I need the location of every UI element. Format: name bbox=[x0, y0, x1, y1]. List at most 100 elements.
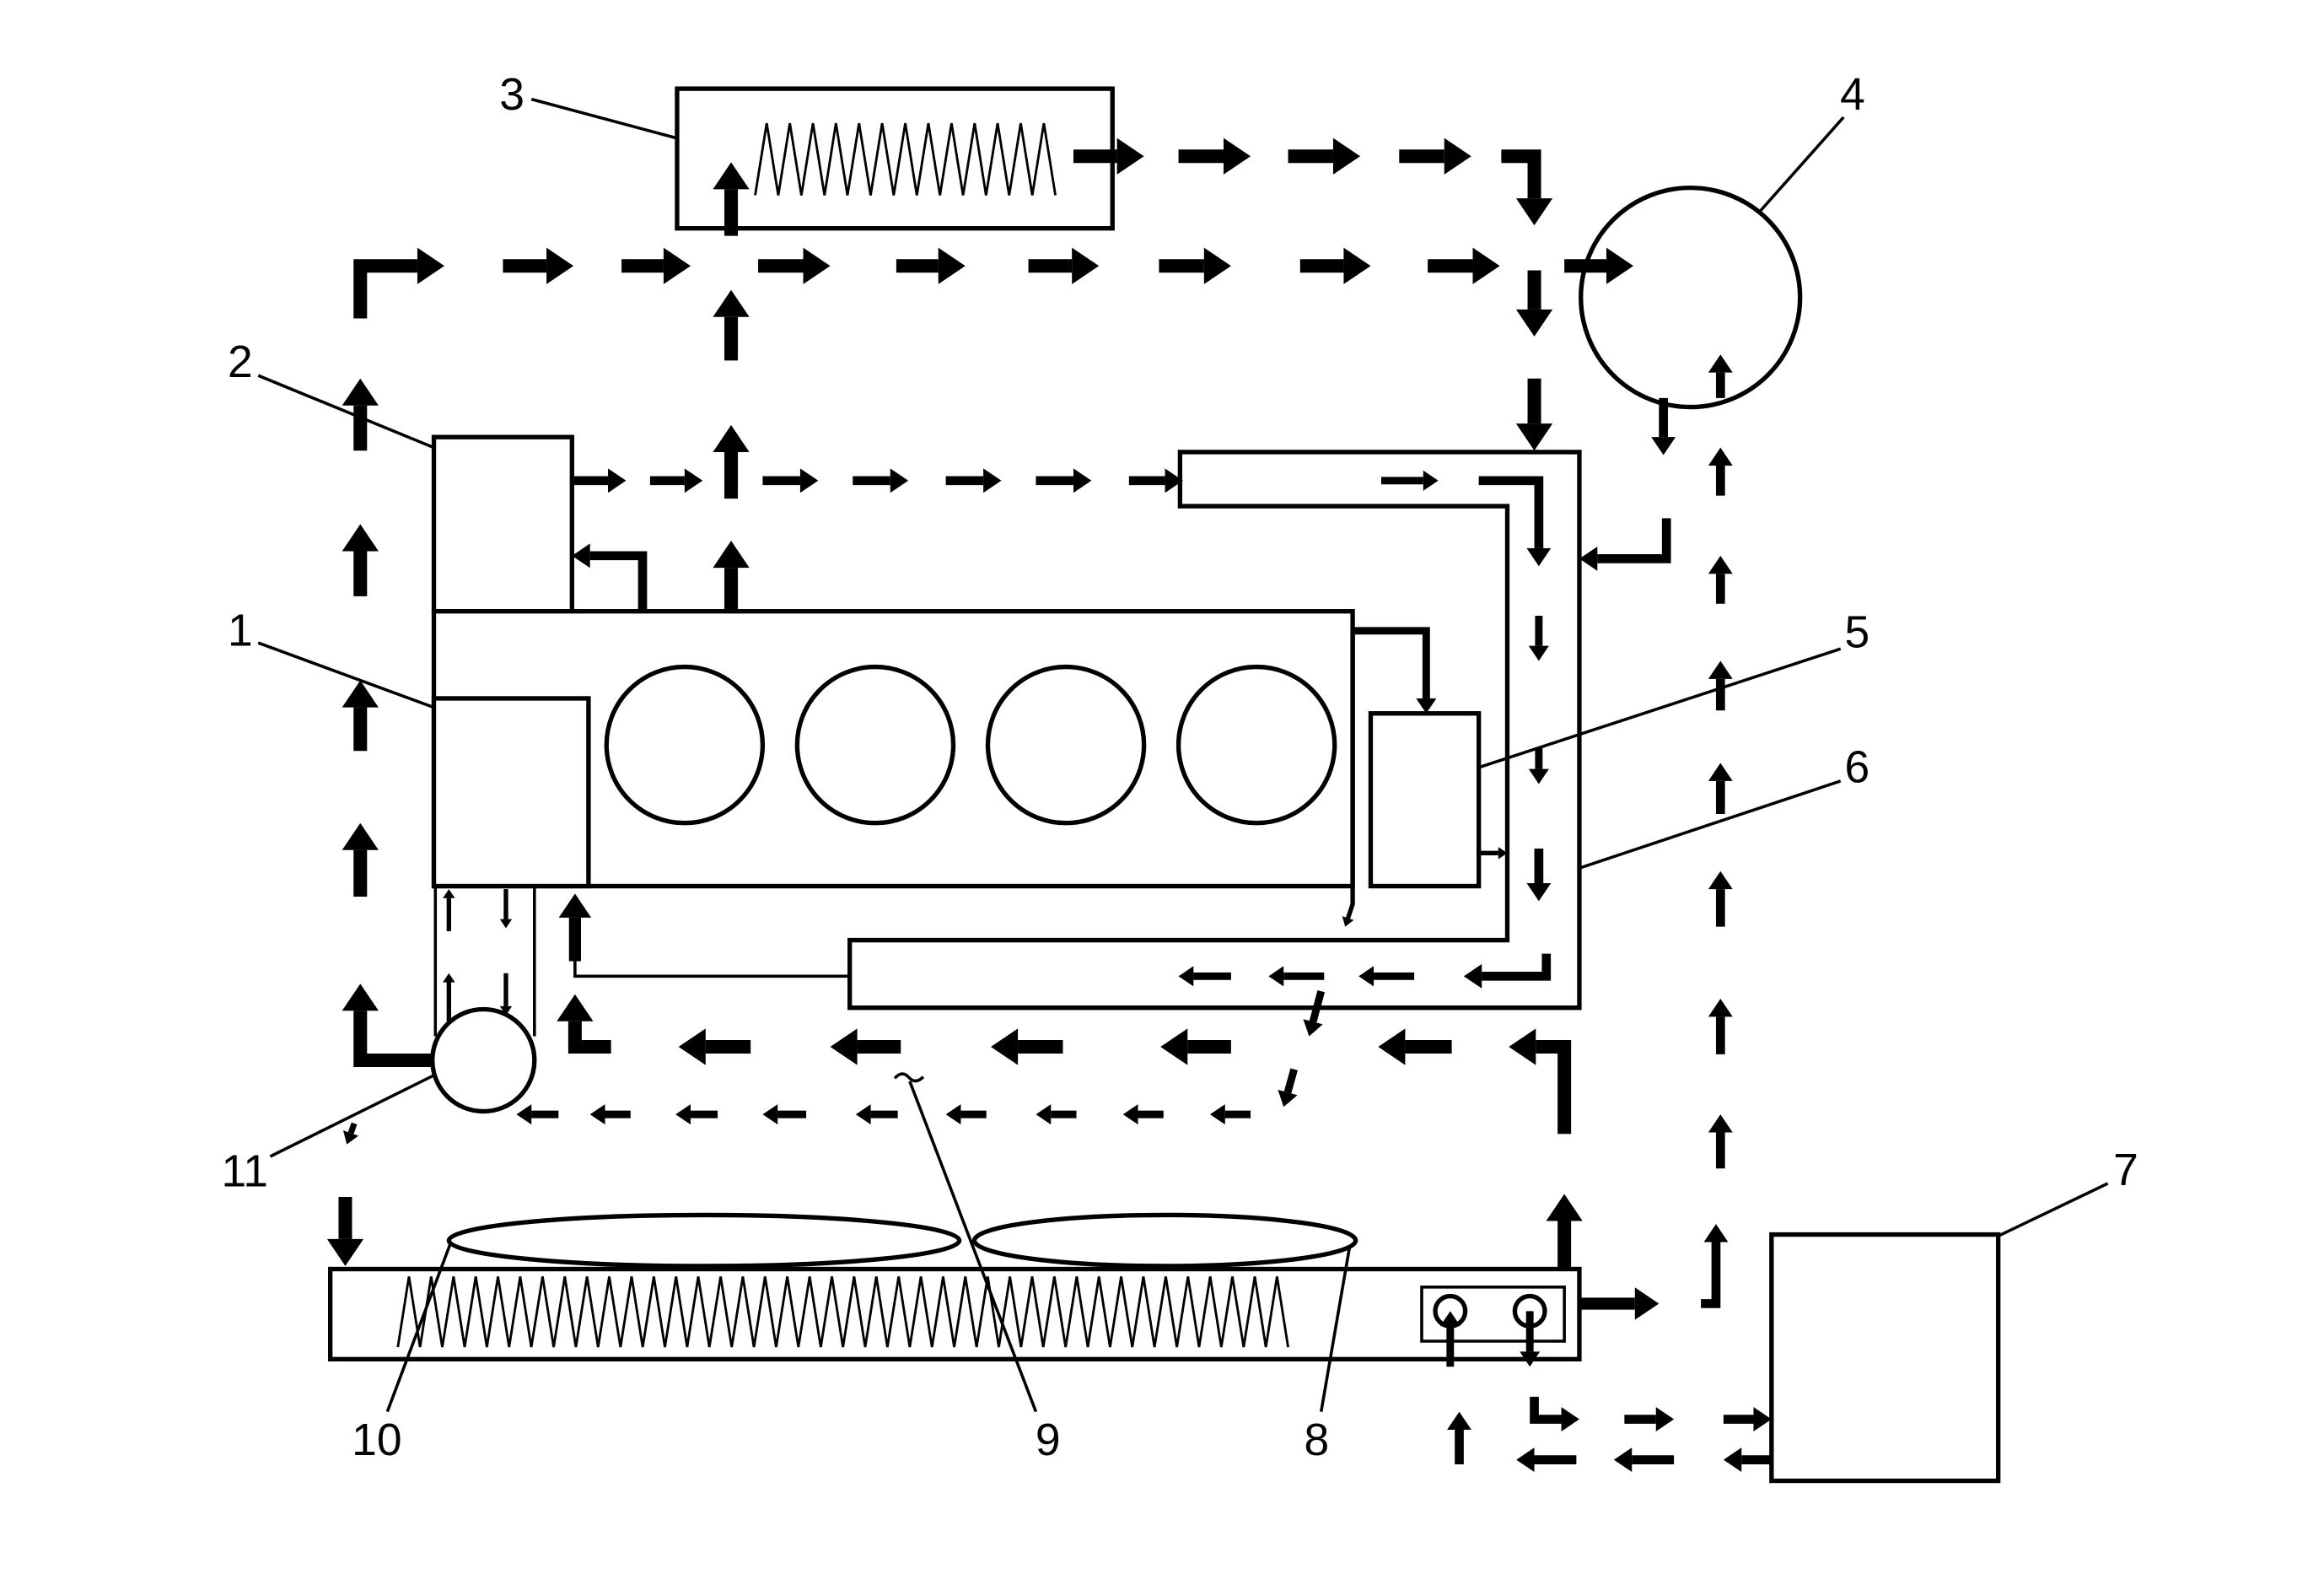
flow-arrow bbox=[1509, 1028, 1572, 1135]
heater-core-coil bbox=[754, 122, 1057, 196]
fan-left bbox=[446, 1212, 962, 1269]
flow-arrow bbox=[1399, 137, 1471, 175]
leader-hook-9 bbox=[893, 1072, 925, 1083]
flow-arrow bbox=[1528, 747, 1549, 784]
leader-line-11 bbox=[269, 1074, 435, 1158]
flow-arrow bbox=[1278, 1068, 1298, 1108]
flow-arrow bbox=[342, 822, 379, 897]
radiator-port-box bbox=[1420, 1286, 1566, 1343]
coolant-manifold bbox=[847, 450, 1582, 1011]
component-11-circle bbox=[430, 1006, 537, 1114]
water-pump-box bbox=[431, 696, 591, 889]
flow-arrow bbox=[855, 1104, 898, 1125]
flow-arrow bbox=[1516, 1447, 1577, 1473]
flow-arrow bbox=[343, 1122, 359, 1145]
coolant-reservoir bbox=[1579, 185, 1803, 410]
callout-9: 9 bbox=[1036, 1415, 1061, 1465]
flow-arrow bbox=[1358, 966, 1415, 987]
flow-arrow bbox=[572, 543, 648, 612]
callout-10: 10 bbox=[352, 1415, 401, 1465]
leader-line-5 bbox=[1478, 647, 1842, 769]
fan-right bbox=[971, 1212, 1358, 1269]
flow-arrow bbox=[1701, 1224, 1729, 1308]
flow-arrow bbox=[1178, 137, 1251, 175]
flow-arrow bbox=[1546, 1194, 1583, 1269]
flow-arrow bbox=[1624, 1407, 1675, 1431]
callout-8: 8 bbox=[1305, 1415, 1330, 1465]
leader-line-4 bbox=[1758, 116, 1845, 213]
leader-line-9 bbox=[908, 1081, 1038, 1413]
flow-arrow bbox=[713, 162, 750, 236]
flow-arrow bbox=[1463, 953, 1552, 989]
flow-arrow bbox=[572, 468, 627, 493]
leader-line-6 bbox=[1579, 779, 1842, 870]
component-5-box bbox=[1368, 711, 1482, 889]
flow-arrow bbox=[1530, 1396, 1579, 1431]
flow-arrow bbox=[558, 893, 592, 962]
flow-arrow bbox=[443, 889, 455, 931]
flow-arrow bbox=[762, 468, 819, 493]
callout-5: 5 bbox=[1844, 607, 1869, 657]
radiator-coil bbox=[396, 1276, 1289, 1348]
flow-arrow bbox=[1178, 966, 1231, 987]
flow-arrow bbox=[1128, 468, 1183, 493]
flow-arrow bbox=[1515, 378, 1553, 451]
flow-arrow bbox=[1723, 1407, 1772, 1431]
flow-arrow bbox=[1723, 1447, 1772, 1473]
callout-4: 4 bbox=[1840, 70, 1865, 120]
leader-line-2 bbox=[257, 374, 435, 450]
flow-arrow bbox=[1428, 247, 1500, 284]
leader-line-10 bbox=[385, 1242, 452, 1413]
flow-arrow bbox=[342, 524, 379, 596]
leader-line-3 bbox=[530, 97, 678, 140]
flow-arrow bbox=[557, 994, 611, 1054]
flow-arrow bbox=[342, 984, 433, 1068]
flow-arrow bbox=[621, 247, 691, 284]
flow-arrow bbox=[1708, 999, 1733, 1054]
flow-arrow bbox=[945, 468, 1002, 493]
cylinder bbox=[604, 664, 766, 826]
flow-arrow bbox=[1268, 966, 1325, 987]
flow-arrow bbox=[896, 247, 966, 284]
flow-arrow bbox=[649, 468, 703, 493]
flow-arrow bbox=[1515, 270, 1553, 337]
flow-arrow bbox=[713, 541, 750, 612]
flow-arrow bbox=[1209, 1104, 1251, 1125]
flow-arrow bbox=[1564, 247, 1634, 284]
bypass-line bbox=[573, 930, 850, 978]
callout-2: 2 bbox=[228, 337, 253, 387]
flow-arrow bbox=[1122, 1104, 1164, 1125]
flow-arrow bbox=[1342, 630, 1355, 927]
flow-arrow bbox=[1036, 1104, 1077, 1125]
flow-arrow bbox=[589, 1104, 631, 1125]
flow-arrow bbox=[499, 973, 513, 1016]
flow-arrow bbox=[1520, 1311, 1541, 1367]
component-7-box bbox=[1769, 1232, 2001, 1484]
flow-arrow bbox=[342, 378, 379, 451]
flow-arrow bbox=[758, 247, 831, 284]
flow-arrow bbox=[1353, 627, 1437, 714]
flow-arrows bbox=[326, 137, 1772, 1473]
flow-arrow bbox=[1579, 518, 1671, 571]
callout-7: 7 bbox=[2113, 1145, 2138, 1195]
flow-arrow bbox=[503, 247, 574, 284]
flow-arrow bbox=[353, 247, 444, 319]
flow-arrow bbox=[1651, 397, 1676, 455]
flow-arrow bbox=[762, 1104, 807, 1125]
flow-arrow bbox=[1526, 848, 1552, 902]
flow-arrow bbox=[991, 1028, 1063, 1065]
flow-arrow bbox=[342, 680, 379, 752]
flow-arrow bbox=[853, 468, 909, 493]
flow-arrow bbox=[326, 1197, 364, 1266]
flow-arrow bbox=[1288, 137, 1361, 175]
flow-arrow bbox=[1303, 989, 1326, 1037]
flow-arrow bbox=[1478, 476, 1552, 567]
flow-arrow bbox=[1501, 149, 1553, 226]
flow-arrow bbox=[713, 424, 750, 499]
flow-arrow bbox=[1439, 1311, 1461, 1367]
callout-6: 6 bbox=[1844, 743, 1869, 793]
leader-line-8 bbox=[1319, 1246, 1352, 1412]
flow-arrow bbox=[1478, 847, 1508, 860]
flow-arrow bbox=[1160, 1028, 1231, 1065]
